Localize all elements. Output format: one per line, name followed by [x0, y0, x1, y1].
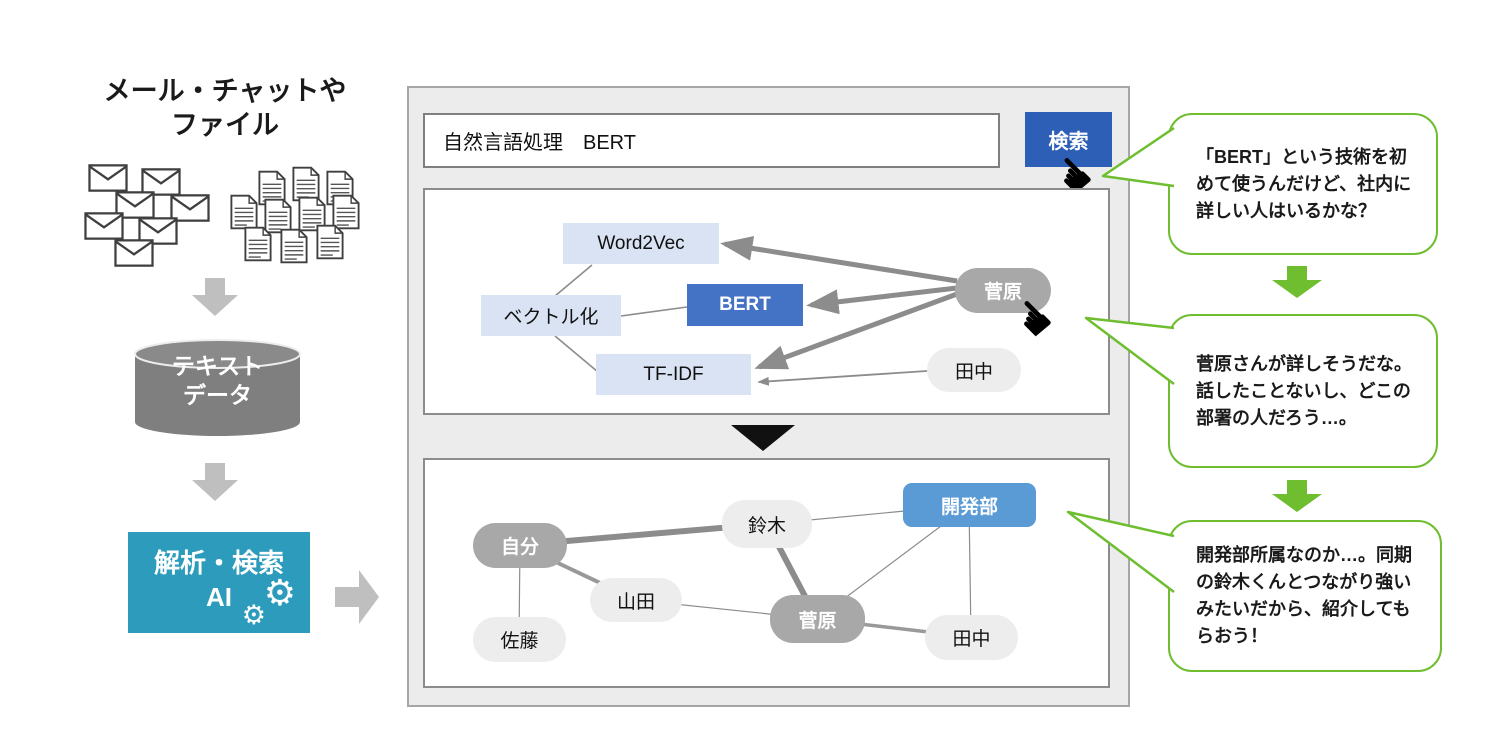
tech-node-vectorize[interactable]: ベクトル化 [481, 295, 621, 336]
source-title-line2: ファイル [171, 110, 279, 140]
tech-graph-edges [554, 235, 958, 386]
search-query-text: 自然言語処理 BERT [443, 132, 636, 154]
analysis-ai-label-line2: AI [206, 582, 232, 612]
bubble-tail-1 [1101, 126, 1175, 188]
analysis-ai-label: 解析・検索 AI [128, 546, 310, 614]
org-node-tanaka[interactable]: 田中 [925, 615, 1018, 660]
black-triangle-down-icon [731, 425, 795, 451]
database-label-line1: テキスト [171, 353, 264, 379]
org-node-sugawara[interactable]: 菅原 [770, 595, 865, 643]
right-arrow-icon [335, 570, 379, 624]
down-arrow-icon [192, 278, 238, 316]
bubble-tail-3 [1066, 510, 1175, 593]
org-node-kaihatsubu[interactable]: 開発部 [903, 483, 1036, 527]
speech-bubble-3: 開発部所属なのか…。同期の鈴木くんとつながり強いみたいだから、紹介してもらおう！ [1168, 520, 1442, 672]
speech-bubble-2-text: 菅原さんが詳しそうだな。話したことないし、どこの部署の人だろう…。 [1196, 353, 1412, 428]
tech-node-tanaka[interactable]: 田中 [927, 348, 1021, 392]
speech-bubble-1-text: 「BERT」という技術を初めて使うんだけど、社内に詳しい人はいるかな？ [1196, 146, 1412, 221]
green-down-arrow-icon [1272, 266, 1322, 298]
down-arrow-icon [192, 463, 238, 501]
source-title-line1: メール・チャットや [103, 76, 347, 106]
org-node-sato[interactable]: 佐藤 [473, 617, 566, 662]
database-label-line2: データ [183, 382, 252, 408]
database-label: テキスト データ [132, 352, 303, 410]
tech-node-sugawara[interactable]: 菅原 [955, 268, 1051, 313]
org-node-jibun[interactable]: 自分 [473, 523, 567, 568]
speech-bubble-2: 菅原さんが詳しそうだな。話したことないし、どこの部署の人だろう…。 [1168, 314, 1438, 468]
org-node-suzuki[interactable]: 鈴木 [722, 500, 812, 548]
source-title: メール・チャットや ファイル [60, 74, 390, 142]
database-icon [134, 339, 301, 436]
bubble-tail-2 [1084, 316, 1175, 385]
search-input[interactable]: 自然言語処理 BERT [423, 113, 1000, 168]
org-node-yamada[interactable]: 山田 [590, 578, 682, 622]
analysis-ai-box [128, 532, 310, 633]
speech-bubble-3-text: 開発部所属なのか…。同期の鈴木くんとつながり強いみたいだから、紹介してもらおう！ [1196, 545, 1412, 646]
search-button[interactable]: 検索 [1025, 112, 1112, 167]
tech-node-tfidf[interactable]: TF-IDF [596, 354, 751, 395]
tech-node-word2vec[interactable]: Word2Vec [563, 223, 719, 264]
green-down-arrow-icon [1272, 480, 1322, 512]
speech-bubble-1: 「BERT」という技術を初めて使うんだけど、社内に詳しい人はいるかな？ [1168, 113, 1438, 255]
analysis-ai-label-line1: 解析・検索 [153, 548, 284, 578]
tech-node-bert[interactable]: BERT [687, 284, 803, 326]
